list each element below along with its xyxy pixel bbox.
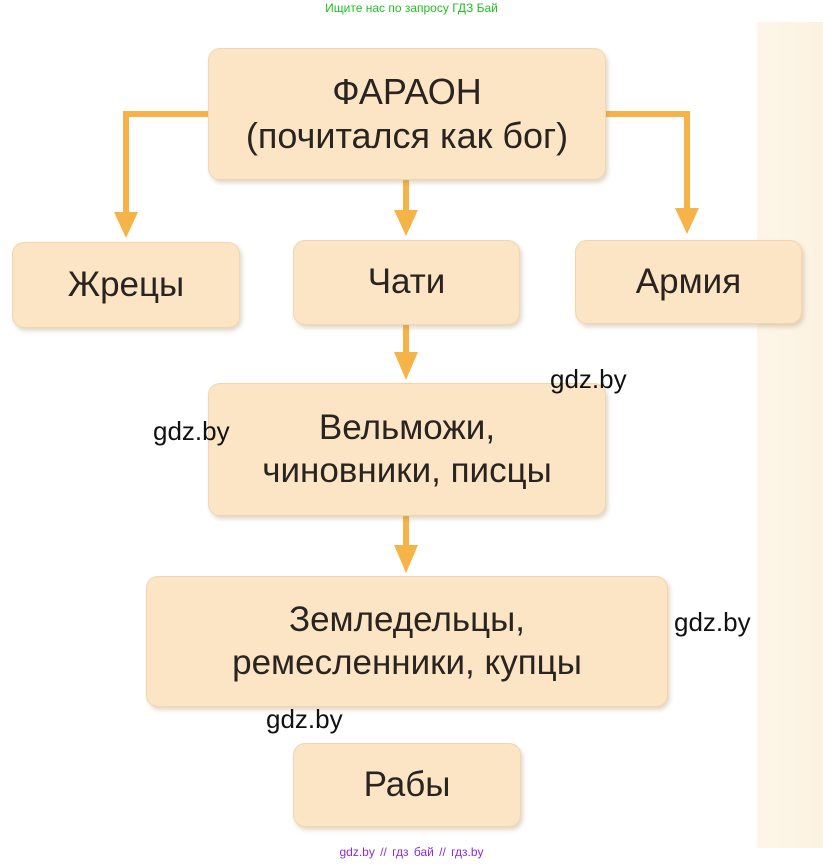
watermark-1: gdz.by xyxy=(550,364,627,394)
farmers-line-1: Земледельцы, xyxy=(288,599,526,639)
pharaoh-title: ФАРАОН xyxy=(332,71,482,113)
arrowhead-chati xyxy=(394,210,418,236)
watermark-3: gdz.by xyxy=(674,607,751,637)
priests-box: Жрецы xyxy=(12,242,240,328)
nobles-box: Вельможи, чиновники, писцы xyxy=(208,383,606,516)
arrow-pharaoh-to-army xyxy=(604,111,690,210)
nobles-line-1: Вельможи, xyxy=(318,407,496,447)
arrowhead-nobles xyxy=(394,352,418,380)
arrow-pharaoh-to-priests xyxy=(123,111,212,214)
farmers-box: Земледельцы, ремесленники, купцы xyxy=(146,576,668,707)
arrowhead-priests xyxy=(114,212,138,238)
nobles-line-2: чиновники, писцы xyxy=(262,450,552,490)
chati-box: Чати xyxy=(293,240,520,325)
farmers-line-2: ремесленники, купцы xyxy=(232,642,582,682)
watermark-4: gdz.by xyxy=(266,704,343,734)
footer-note: gdz.by // гдз бай // гдз.by xyxy=(339,845,484,859)
watermark-2: gdz.by xyxy=(153,416,230,446)
slaves-box: Рабы xyxy=(293,743,521,827)
arrowhead-farmers xyxy=(394,545,418,573)
army-label: Армия xyxy=(635,261,742,301)
priests-label: Жрецы xyxy=(67,264,185,304)
pharaoh-subtitle: (почитался как бог) xyxy=(245,115,569,156)
arrowhead-army xyxy=(675,208,699,234)
page-edge-strip xyxy=(757,22,823,848)
slaves-label: Рабы xyxy=(363,764,451,804)
header-note: Ищите нас по запросу ГДЗ Бай xyxy=(325,1,498,15)
army-box: Армия xyxy=(575,240,802,324)
pharaoh-box: ФАРАОН (почитался как бог) xyxy=(208,48,606,180)
chati-label: Чати xyxy=(367,262,446,302)
